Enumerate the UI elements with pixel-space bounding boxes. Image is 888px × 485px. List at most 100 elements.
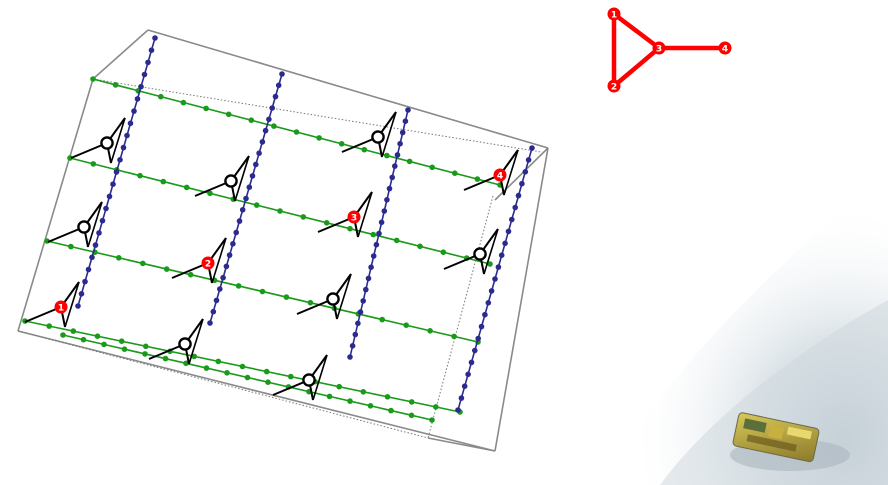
green-node: [90, 76, 96, 82]
blue-node: [526, 157, 532, 163]
green-node: [324, 220, 330, 226]
blue-node: [79, 291, 85, 297]
blue-node: [509, 217, 515, 223]
blue-node: [366, 276, 372, 282]
green-node: [339, 141, 345, 147]
blue-node: [260, 139, 266, 145]
blue-node: [256, 150, 262, 156]
legend-node-3: 3: [653, 42, 666, 55]
blue-node: [405, 107, 411, 113]
green-node: [284, 294, 290, 300]
green-node: [384, 153, 390, 159]
blue-node: [529, 145, 535, 151]
blue-node: [121, 145, 127, 151]
blue-node: [384, 197, 390, 203]
marked-node-label: 3: [351, 213, 357, 223]
green-node: [265, 379, 271, 385]
frame-edge: [428, 438, 495, 451]
green-node: [409, 399, 415, 405]
green-node: [245, 375, 251, 381]
blue-node: [374, 242, 380, 248]
green-node: [316, 135, 322, 141]
blue-node: [82, 279, 88, 285]
legend-node-1: 1: [608, 8, 621, 21]
blue-node: [496, 264, 502, 270]
blue-node: [107, 194, 113, 200]
green-node: [224, 370, 230, 376]
blue-node: [472, 348, 478, 354]
green-node: [451, 334, 457, 340]
blue-node: [227, 252, 233, 258]
blue-node: [395, 152, 401, 158]
frame-hidden-edge: [18, 331, 428, 438]
blue-node: [100, 218, 106, 224]
blue-node: [211, 309, 217, 315]
blue-node: [492, 276, 498, 282]
green-node: [204, 365, 210, 371]
open-node: [303, 374, 314, 385]
device-on-snow-photo: [600, 170, 888, 485]
blue-node: [243, 196, 249, 202]
legend-node-label: 4: [722, 44, 728, 54]
green-node: [188, 272, 194, 278]
green-node: [60, 332, 66, 338]
blue-node: [392, 163, 398, 169]
green-node: [81, 337, 87, 343]
open-node: [474, 248, 485, 259]
blue-node: [403, 118, 409, 124]
green-node: [407, 159, 413, 165]
frame-edge: [148, 30, 548, 148]
blue-node: [93, 242, 99, 248]
legend-graph: 1 2 3 4: [608, 8, 732, 93]
marked-node-3: 3: [348, 211, 361, 224]
green-node: [140, 261, 146, 267]
open-node: [372, 131, 383, 142]
blue-node: [128, 121, 134, 127]
green-node: [452, 170, 458, 176]
blue-node: [387, 186, 393, 192]
marked-node-2: 2: [202, 257, 215, 270]
green-node: [163, 356, 169, 362]
blue-node: [145, 60, 151, 66]
blue-node: [233, 230, 239, 236]
blue-node: [358, 309, 364, 315]
blue-node: [250, 173, 256, 179]
green-node: [254, 202, 260, 208]
blue-node: [512, 205, 518, 211]
open-node: [327, 293, 338, 304]
blue-node: [86, 267, 92, 273]
frame-edge: [93, 30, 148, 79]
green-node: [143, 344, 149, 350]
green-node: [264, 369, 270, 375]
blue-node: [220, 275, 226, 281]
green-node: [361, 389, 367, 395]
green-node: [385, 394, 391, 400]
green-node: [164, 266, 170, 272]
blue-node: [217, 286, 223, 292]
marked-node-label: 4: [497, 171, 503, 181]
blue-node: [247, 184, 253, 190]
green-node: [161, 179, 167, 185]
green-node: [475, 176, 481, 182]
blue-node: [486, 300, 492, 306]
open-node: [78, 221, 89, 232]
blue-node: [110, 181, 116, 187]
blue-node: [368, 264, 374, 270]
green-node: [68, 244, 74, 250]
open-nodes: [78, 131, 485, 385]
green-node: [417, 244, 423, 250]
green-node: [95, 333, 101, 339]
green-node: [260, 289, 266, 295]
blue-node: [266, 117, 272, 123]
blue-node: [207, 320, 213, 326]
green-node: [181, 100, 187, 106]
blue-node: [240, 207, 246, 213]
legend-node-label: 3: [656, 44, 662, 54]
blue-node: [502, 241, 508, 247]
blue-node: [214, 298, 220, 304]
legend-node-2: 2: [608, 80, 621, 93]
green-node: [441, 249, 447, 255]
blue-node: [389, 175, 395, 181]
blue-node: [382, 208, 388, 214]
blue-node: [114, 169, 120, 175]
